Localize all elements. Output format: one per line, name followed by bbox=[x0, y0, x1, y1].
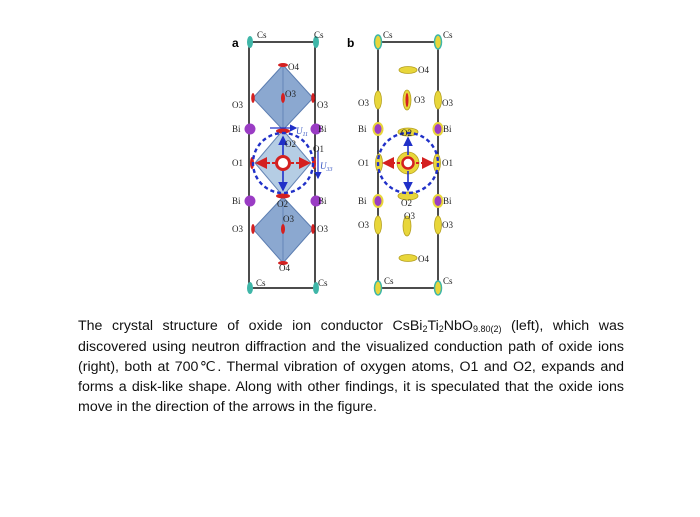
conduction-path-circle bbox=[376, 131, 440, 195]
label-o3: O3 bbox=[414, 95, 425, 105]
label-cs: Cs bbox=[314, 30, 324, 40]
conduction-path-circle bbox=[251, 131, 315, 195]
label-o3: O3 bbox=[317, 100, 328, 110]
label-bi: Bi bbox=[318, 124, 327, 134]
label-o3: O3 bbox=[358, 98, 369, 108]
label-bi: Bi bbox=[232, 196, 241, 206]
label-bi: Bi bbox=[358, 196, 367, 206]
o3-atom bbox=[281, 93, 285, 103]
bi-atom bbox=[244, 195, 256, 207]
cs-atom bbox=[373, 34, 383, 50]
label-cs: Cs bbox=[383, 30, 393, 40]
label-o2: O2 bbox=[277, 199, 288, 209]
bi-atom bbox=[432, 194, 444, 208]
o4-atom bbox=[278, 63, 288, 67]
o3-atom bbox=[251, 224, 255, 234]
panel-a: a bbox=[232, 30, 333, 294]
o2-isosurface bbox=[397, 191, 419, 201]
label-u33: U33 bbox=[320, 161, 333, 173]
label-o4: O4 bbox=[418, 254, 429, 264]
caption-text: Ti bbox=[427, 318, 439, 334]
o3-atom bbox=[311, 224, 315, 234]
bi-atom bbox=[310, 123, 322, 135]
label-bi: Bi bbox=[443, 196, 452, 206]
figure-caption: The crystal structure of oxide ion condu… bbox=[78, 316, 624, 417]
caption-subscript: 2 bbox=[422, 324, 428, 334]
label-cs: Cs bbox=[443, 276, 453, 286]
label-cs: Cs bbox=[318, 278, 328, 288]
caption-text: (left), which was discovered using neutr… bbox=[78, 318, 624, 415]
cs-atom bbox=[433, 34, 443, 50]
o3-isosurface bbox=[402, 215, 412, 237]
label-o3: O3 bbox=[317, 224, 328, 234]
label-u11: U11 bbox=[296, 126, 308, 138]
caption-subscript: 2 bbox=[438, 324, 444, 334]
label-o2: O2 bbox=[401, 128, 412, 138]
label-bi: Bi bbox=[318, 196, 327, 206]
label-o3: O3 bbox=[442, 98, 453, 108]
label-cs: Cs bbox=[257, 30, 267, 40]
label-o1: O1 bbox=[358, 158, 369, 168]
label-o3: O3 bbox=[404, 211, 415, 221]
cs-atom bbox=[247, 282, 253, 294]
label-o3: O3 bbox=[232, 100, 243, 110]
label-o4: O4 bbox=[279, 263, 290, 273]
label-bi: Bi bbox=[443, 124, 452, 134]
o1-isosurface bbox=[433, 153, 441, 173]
label-o1: O1 bbox=[442, 158, 453, 168]
panel-a-label: a bbox=[232, 36, 239, 50]
o3-isosurface bbox=[374, 90, 382, 110]
label-o4: O4 bbox=[418, 65, 429, 75]
bi-atom bbox=[372, 122, 384, 136]
label-o3: O3 bbox=[442, 220, 453, 230]
label-o3: O3 bbox=[285, 89, 296, 99]
o3-atom bbox=[251, 93, 255, 103]
o3-isosurface bbox=[434, 215, 442, 235]
caption-subscript: 9.80(2) bbox=[472, 324, 502, 334]
o3-isosurface bbox=[374, 215, 382, 235]
label-o3: O3 bbox=[232, 224, 243, 234]
caption-text: NbO bbox=[443, 318, 473, 334]
bi-atom bbox=[310, 195, 322, 207]
label-o3: O3 bbox=[283, 214, 294, 224]
cs-atom bbox=[373, 280, 383, 296]
bi-atom bbox=[432, 122, 444, 136]
bi-atom bbox=[372, 194, 384, 208]
o1-center-atom bbox=[275, 155, 291, 171]
crystal-structure-figure: a bbox=[232, 30, 453, 296]
o3-isosurface bbox=[434, 90, 442, 110]
cs-atom bbox=[247, 36, 253, 48]
o2-atom bbox=[276, 128, 290, 134]
o2-atom bbox=[276, 193, 290, 199]
cs-atom bbox=[313, 282, 319, 294]
label-bi: Bi bbox=[358, 124, 367, 134]
o3-atom bbox=[281, 224, 285, 234]
caption-text: The crystal structure of oxide ion condu… bbox=[78, 318, 423, 334]
label-cs: Cs bbox=[384, 276, 394, 286]
cs-atom bbox=[313, 36, 319, 48]
cs-atom bbox=[433, 280, 443, 296]
label-o4: O4 bbox=[288, 62, 299, 72]
bi-atom bbox=[244, 123, 256, 135]
label-o1: O1 bbox=[313, 144, 324, 154]
label-o2: O2 bbox=[401, 198, 412, 208]
panel-b: b C bbox=[347, 30, 453, 296]
label-o2: O2 bbox=[285, 139, 296, 149]
o4-isosurface bbox=[398, 66, 418, 74]
label-o1: O1 bbox=[232, 158, 243, 168]
label-cs: Cs bbox=[256, 278, 266, 288]
o4-atom bbox=[278, 261, 288, 265]
label-o3: O3 bbox=[358, 220, 369, 230]
label-bi: Bi bbox=[232, 124, 241, 134]
o4-isosurface bbox=[398, 254, 418, 262]
o3-atom bbox=[311, 93, 315, 103]
panel-b-label: b bbox=[347, 36, 354, 50]
label-cs: Cs bbox=[443, 30, 453, 40]
